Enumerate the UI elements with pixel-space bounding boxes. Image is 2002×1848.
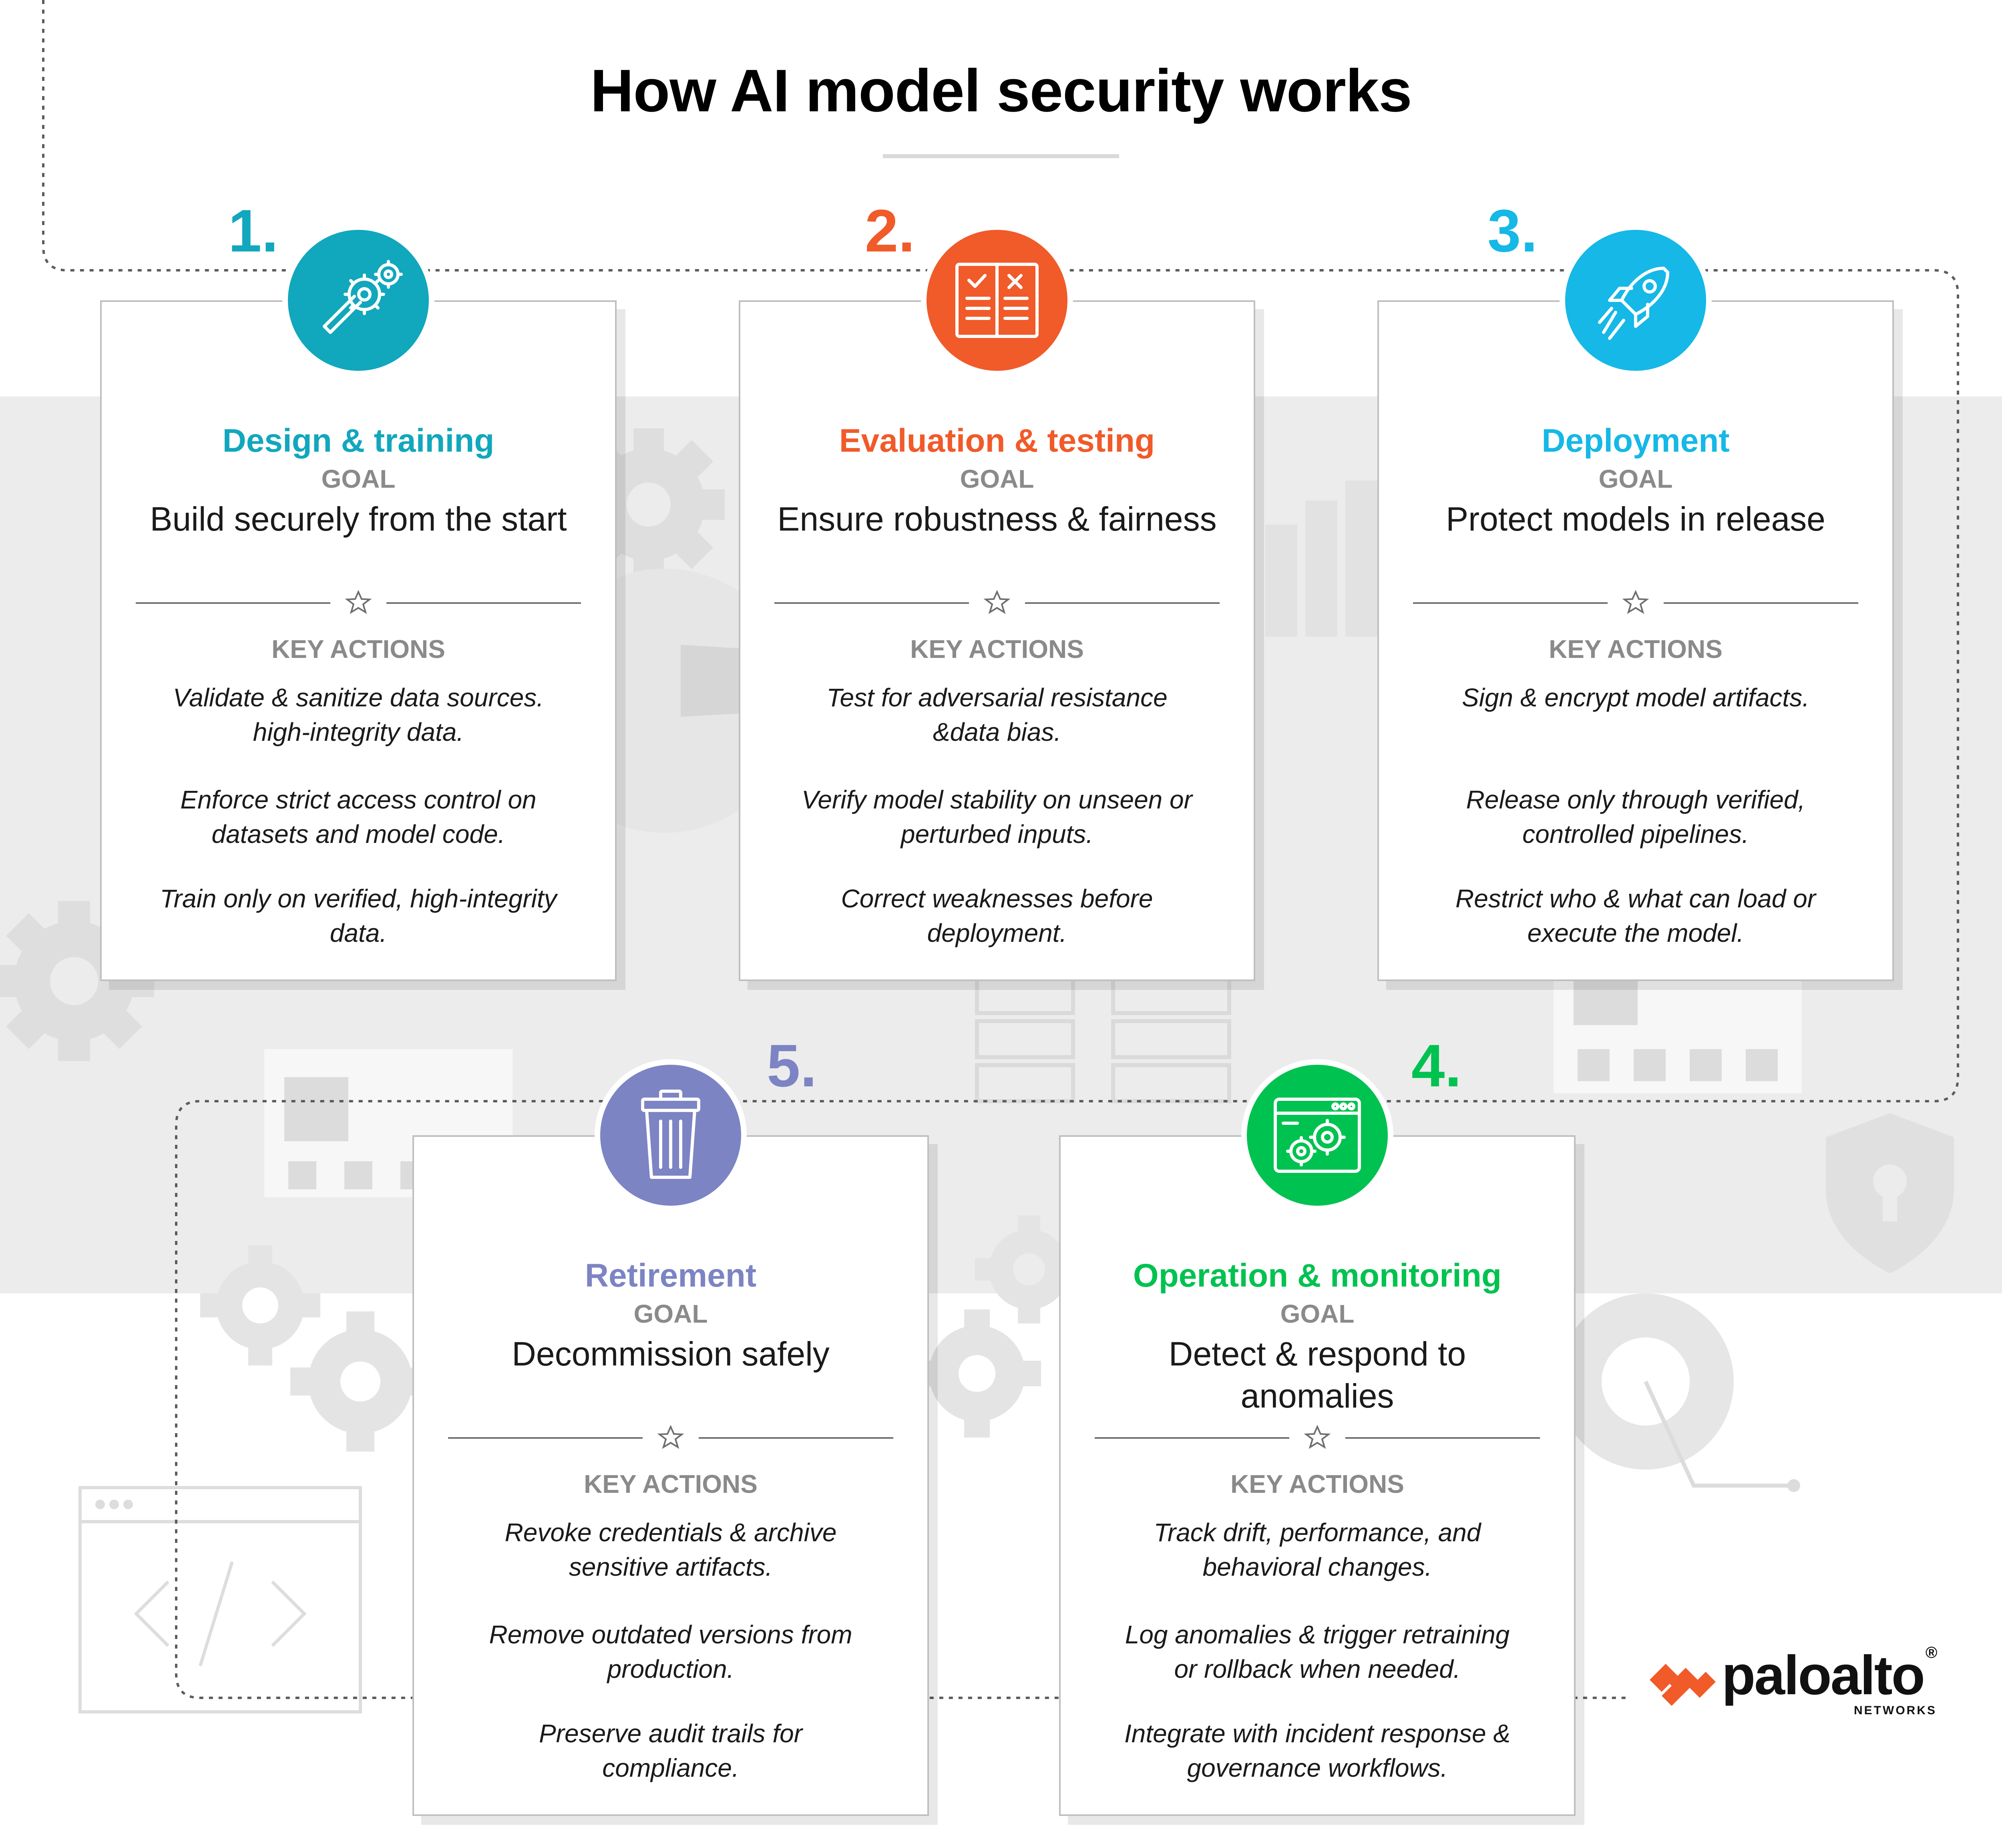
shield-icon — [1826, 1113, 1954, 1273]
step-number-3: 3. — [1487, 197, 1538, 264]
step-card-deployment: Deployment GOAL Protect models in releas… — [1377, 300, 1894, 981]
card-title: Design & training — [222, 422, 494, 459]
layout-window-decoration — [1554, 977, 1802, 1093]
step-3-icon-circle — [1560, 224, 1712, 376]
key-actions-label: KEY ACTIONS — [910, 635, 1084, 664]
logo-wordmark: paloalto® — [1722, 1644, 1938, 1706]
star-icon — [1304, 1425, 1331, 1449]
step-5-icon-circle — [595, 1059, 747, 1211]
key-actions-label: KEY ACTIONS — [584, 1470, 758, 1498]
action-item: Integrate with incident response &govern… — [1124, 1719, 1511, 1782]
rocket-icon — [1598, 267, 1669, 340]
wrench-gears-icon — [323, 260, 403, 334]
step-1-icon-circle — [282, 224, 434, 376]
step-2-icon-circle — [921, 224, 1073, 376]
goal-text: Ensure robustness & fairness — [777, 500, 1217, 538]
step-number-5: 5. — [767, 1032, 817, 1099]
star-icon — [345, 590, 372, 614]
checklist-book-icon — [955, 263, 1039, 338]
divider — [136, 590, 581, 614]
paloalto-networks-logo: paloalto® NETWORKS — [1646, 1644, 1946, 1720]
paloalto-logo-mark-icon — [1650, 1664, 1716, 1706]
goal-text: Decommission safely — [512, 1335, 830, 1373]
page-title: How AI model security works — [590, 57, 1412, 124]
step-number-2: 2. — [865, 197, 915, 264]
browser-gears-icon — [1274, 1098, 1361, 1173]
card-title: Retirement — [585, 1257, 757, 1294]
bar-chart-decoration — [1265, 481, 1377, 637]
step-number-1: 1. — [228, 197, 279, 264]
step-card-evaluation-testing: Evaluation & testing GOAL Ensure robustn… — [739, 300, 1255, 981]
action-item: Validate & sanitize data sources.high-in… — [173, 683, 544, 746]
step-card-design-training: Design & training GOAL Build securely fr… — [100, 300, 617, 981]
key-actions-label: KEY ACTIONS — [271, 635, 445, 664]
key-actions-label: KEY ACTIONS — [1549, 635, 1723, 664]
action-item: Sign & encrypt model artifacts. — [1462, 683, 1809, 712]
step-card-retirement: Retirement GOAL Decommission safely KEY … — [412, 1135, 929, 1816]
divider — [1095, 1425, 1540, 1449]
logo-subtitle: NETWORKS — [1854, 1704, 1937, 1717]
goal-label: GOAL — [633, 1299, 708, 1328]
goal-label: GOAL — [1598, 465, 1673, 493]
card-title: Evaluation & testing — [839, 422, 1155, 459]
card-title: Deployment — [1542, 422, 1730, 459]
goal-text: Protect models in release — [1446, 500, 1825, 538]
card-title: Operation & monitoring — [1133, 1257, 1502, 1294]
step-card-operation-monitoring: Operation & monitoring GOAL Detect & res… — [1059, 1135, 1576, 1816]
divider — [1413, 590, 1858, 614]
action-item: Test for adversarial resistance&data bia… — [826, 683, 1168, 746]
goal-label: GOAL — [1280, 1299, 1355, 1328]
divider — [448, 1425, 893, 1449]
key-actions-label: KEY ACTIONS — [1230, 1470, 1404, 1498]
title-underline — [883, 154, 1119, 158]
goal-label: GOAL — [960, 465, 1034, 493]
action-item: Release only through verified,controlled… — [1466, 785, 1805, 849]
goal-label: GOAL — [321, 465, 396, 493]
code-window-decoration — [78, 1486, 362, 1713]
step-number-4: 4. — [1411, 1032, 1462, 1099]
gear-icon — [913, 1309, 1041, 1438]
trash-can-icon — [641, 1090, 700, 1179]
star-icon — [1622, 590, 1649, 614]
gear-icon — [290, 1311, 430, 1452]
star-icon — [657, 1425, 684, 1449]
divider — [774, 590, 1220, 614]
gear-icon — [200, 1245, 320, 1365]
goal-text: Build securely from the start — [150, 500, 567, 538]
star-icon — [983, 590, 1011, 614]
step-4-icon-circle — [1241, 1059, 1393, 1211]
